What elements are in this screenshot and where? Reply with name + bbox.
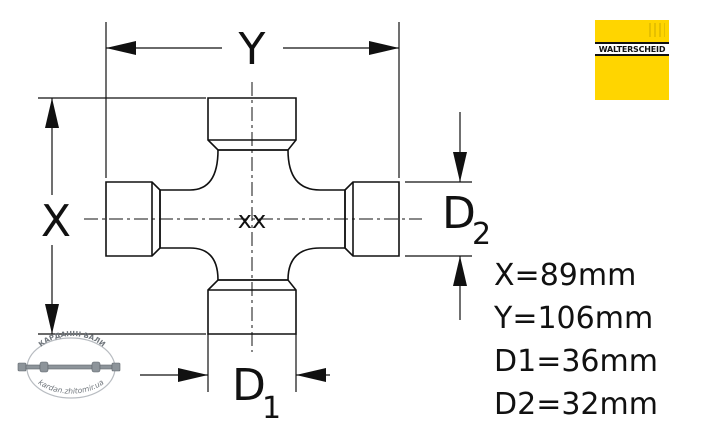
brand-name: WALTERSCHEID: [598, 45, 666, 54]
dim-y-label: Y: [238, 24, 266, 75]
dimension-y: [105, 22, 400, 178]
dimension-x: [38, 97, 206, 335]
dim-d2-label: D: [442, 188, 476, 239]
dimension-d1: [140, 334, 330, 392]
walterscheid-logo: WALTERSCHEID: [595, 20, 669, 100]
svg-text:КАРДАННІ ВАЛИ: КАРДАННІ ВАЛИ: [37, 330, 107, 349]
center-label: xx: [238, 206, 266, 234]
spec-x: X=89mm: [494, 258, 637, 293]
spec-d1: D1=36mm: [494, 344, 658, 379]
dim-d1-label: D: [232, 360, 266, 411]
center-lines: [84, 82, 422, 352]
dimension-specs: X=89mm Y=106mm D1=36mm D2=32mm: [494, 254, 724, 426]
spec-d2: D2=32mm: [494, 387, 658, 422]
dimension-d2: [405, 112, 472, 320]
kardan-watermark-logo: КАРДАННІ ВАЛИ kardan.zhitomir.ua: [17, 330, 121, 399]
watermark-top-text: КАРДАННІ ВАЛИ: [37, 330, 107, 349]
dim-d1-subscript: 1: [262, 391, 281, 426]
drive-shaft-icon: [17, 361, 121, 373]
dim-x-label: X: [41, 196, 71, 247]
spec-y: Y=106mm: [494, 301, 654, 336]
dim-d2-subscript: 2: [472, 217, 491, 252]
